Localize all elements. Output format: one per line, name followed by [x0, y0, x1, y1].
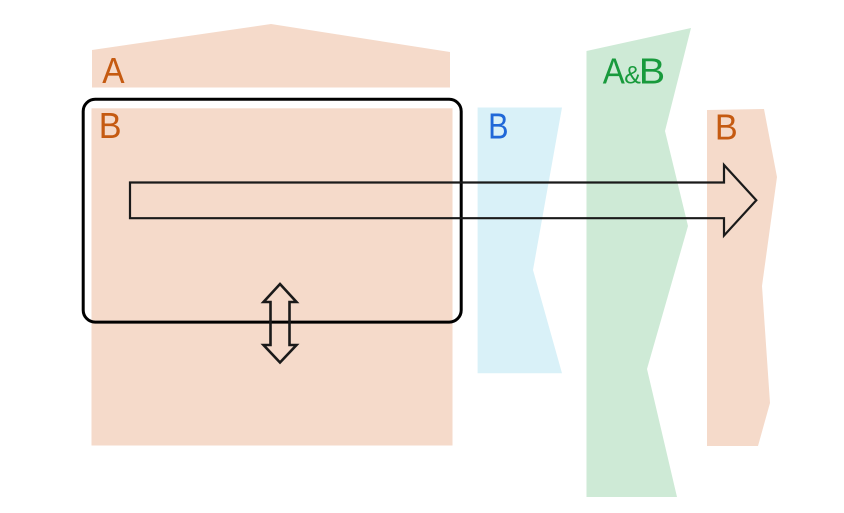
svg-text:&: &: [624, 62, 641, 90]
svg-text:B: B: [99, 106, 122, 146]
svg-text:B: B: [488, 107, 508, 147]
svg-text:B: B: [715, 108, 738, 148]
svg-text:A: A: [102, 52, 125, 91]
svg-text:B: B: [639, 52, 665, 92]
svg-text:A: A: [603, 52, 625, 92]
